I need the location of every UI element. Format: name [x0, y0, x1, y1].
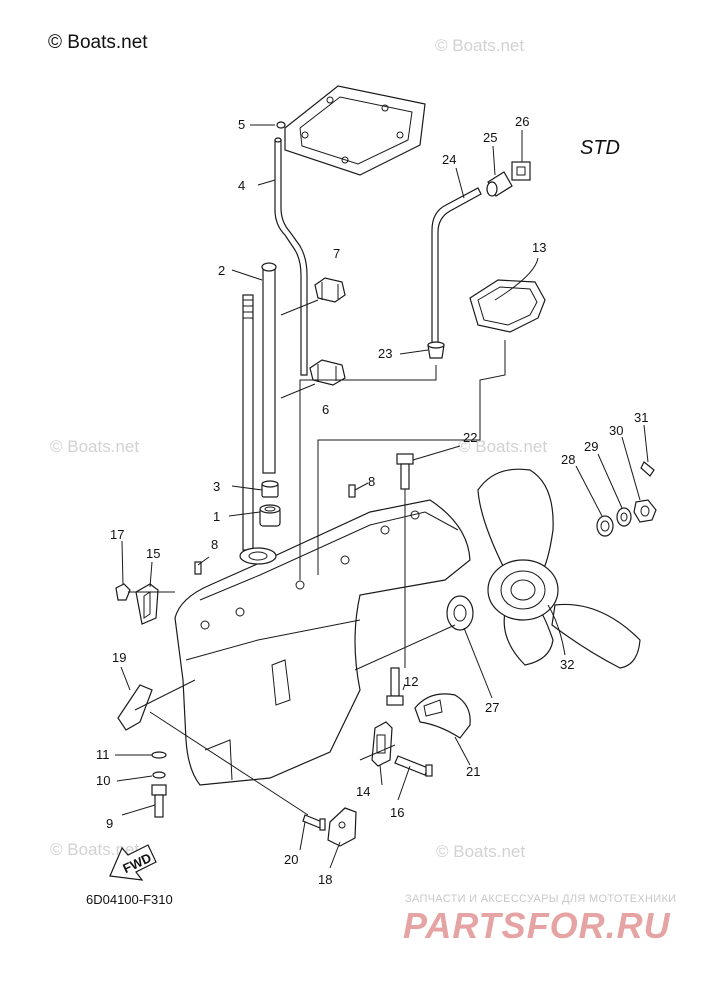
- brand-logo: PARTSFOR.RU: [403, 905, 671, 946]
- part-14-anode: [371, 721, 393, 767]
- callout-label: 4: [238, 178, 245, 193]
- part-12-bolt: [386, 667, 404, 706]
- callout-label: 22: [463, 430, 477, 445]
- callout-label: 18: [318, 872, 332, 887]
- callout-label: 21: [466, 764, 480, 779]
- callout-label: 26: [515, 114, 529, 129]
- part-5-washer: [276, 121, 286, 129]
- callout-label: 15: [146, 546, 160, 561]
- gasket-plate: [284, 85, 426, 176]
- callout-label: 12: [404, 674, 418, 689]
- part-13-gasket: [469, 279, 546, 333]
- part-21-anode-plate: [414, 693, 471, 739]
- diagram-code: 6D04100-F310: [86, 892, 173, 907]
- part-22-bolt: [396, 453, 414, 490]
- callout-label: 1: [213, 509, 220, 524]
- brand-subtitle: ЗАПЧАСТИ И АКСЕССУАРЫ ДЛЯ МОТОТЕХНИКИ: [405, 893, 677, 905]
- part-6-clip: [309, 359, 346, 386]
- callout-label: 8: [368, 474, 375, 489]
- callout-label: 8: [211, 537, 218, 552]
- part-15-anode: [135, 583, 159, 625]
- fwd-arrow-icon: FWD: [109, 844, 157, 881]
- callout-label: 2: [218, 263, 225, 278]
- part-27-thrust-washer: [446, 595, 474, 631]
- part-32-propeller: [477, 468, 641, 669]
- part-9-bolt: [151, 784, 167, 818]
- watermark: © Boats.net: [435, 36, 525, 55]
- variant-label: STD: [580, 137, 620, 159]
- callout-label: 14: [356, 784, 370, 799]
- part-7-clip: [314, 277, 346, 303]
- watermark: © Boats.net: [458, 437, 548, 456]
- part-19-trim-plate: [117, 684, 153, 731]
- part-16-screw: [394, 755, 433, 777]
- part-20-screw: [302, 814, 326, 831]
- callout-label: 28: [561, 452, 575, 467]
- part-3-bushing: [261, 480, 279, 498]
- callout-label: 16: [390, 805, 404, 820]
- part-17-nut: [115, 583, 131, 601]
- callout-label: 30: [609, 423, 623, 438]
- watermark: © Boats.net: [436, 842, 526, 861]
- callout-numbers: 1 2 3 4 5 6 7 8 8 9 10 11 12 13 14 15 16…: [96, 114, 648, 887]
- callout-label: 24: [442, 152, 456, 167]
- callout-label: 19: [112, 650, 126, 665]
- callout-label: 9: [106, 816, 113, 831]
- callout-label: 23: [378, 346, 392, 361]
- part-8-dowel-pin: [194, 561, 202, 575]
- callout-leaders: [115, 124, 649, 869]
- watermark: © Boats.net: [50, 840, 140, 859]
- callout-label: 11: [96, 747, 110, 762]
- callout-label: 27: [485, 700, 499, 715]
- part-28-spacer: [596, 515, 614, 537]
- callout-label: 17: [110, 527, 124, 542]
- part-10-washer: [152, 771, 166, 779]
- callout-label: 5: [238, 117, 245, 132]
- part-26-holder: [511, 161, 531, 181]
- callout-label: 32: [560, 657, 574, 672]
- part-8-dowel-pin: [348, 484, 356, 498]
- reference-lines: [128, 340, 506, 816]
- callout-label: 13: [532, 240, 546, 255]
- part-29-washer: [616, 507, 632, 527]
- callout-label: 7: [333, 246, 340, 261]
- part-24-water-tube: [431, 187, 482, 346]
- callout-label: 6: [322, 402, 329, 417]
- part-30-nut: [633, 499, 657, 523]
- part-31-cotter-pin: [640, 461, 655, 477]
- part-25-bushing: [486, 171, 513, 197]
- callout-label: 3: [213, 479, 220, 494]
- callout-label: 31: [634, 410, 648, 425]
- watermark: © Boats.net: [50, 437, 140, 456]
- copyright-notice: © Boats.net: [48, 32, 148, 53]
- part-18-anode: [327, 807, 357, 847]
- callout-label: 10: [96, 773, 110, 788]
- part-11-washer: [151, 751, 167, 759]
- part-1-oil-seal: [259, 504, 281, 527]
- lower-casing: [174, 499, 471, 786]
- part-23-grommet: [427, 341, 445, 359]
- part-4-water-tube: [274, 137, 308, 376]
- callout-label: 25: [483, 130, 497, 145]
- callout-label: 20: [284, 852, 298, 867]
- callout-label: 29: [584, 439, 598, 454]
